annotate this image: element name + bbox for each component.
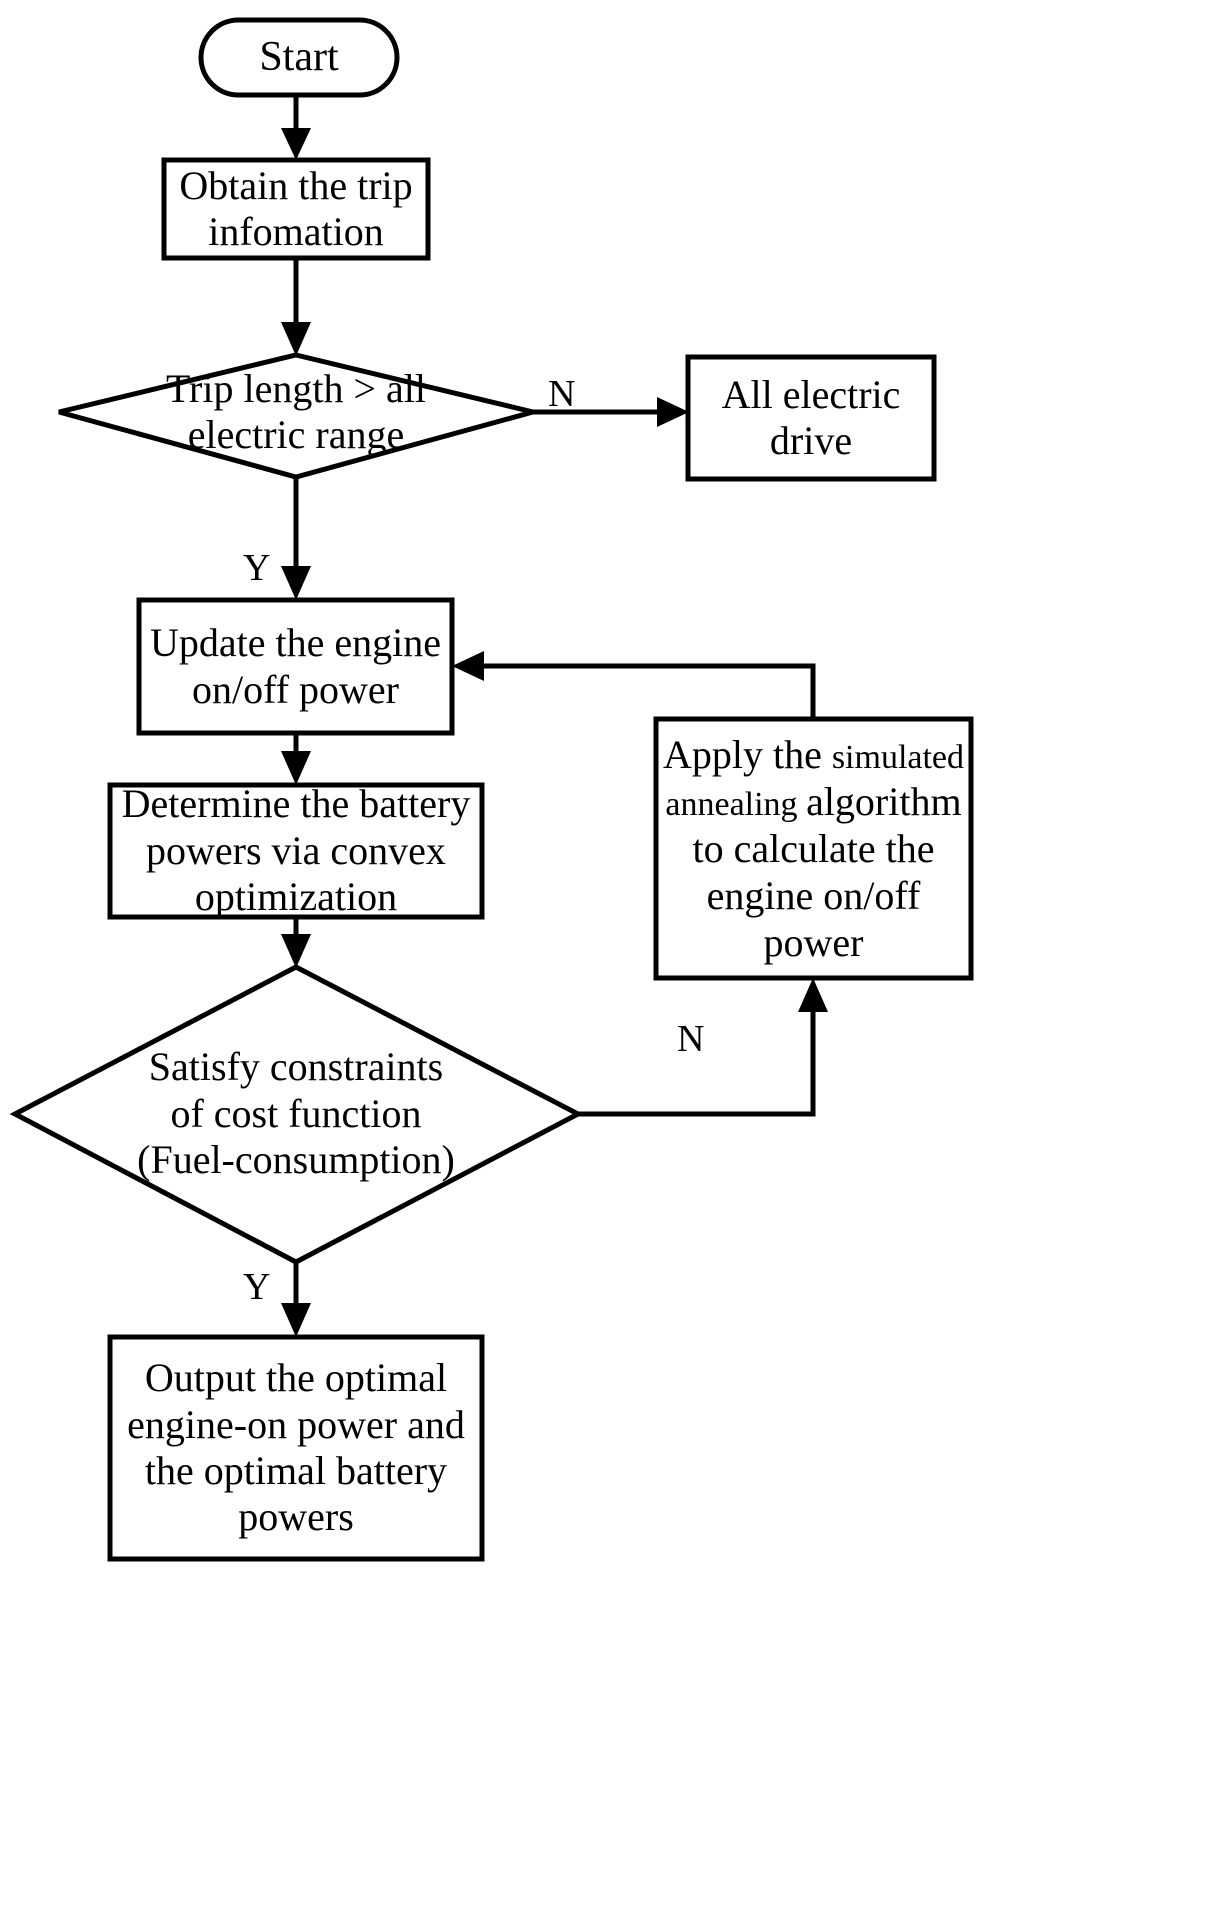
shape-all-electric-drive[interactable] xyxy=(685,354,937,482)
edge-label-satisfy-no: N xyxy=(677,1018,705,1060)
shape-determine-battery[interactable] xyxy=(107,782,485,920)
edge-label-trip-no: N xyxy=(548,373,576,415)
edge-label-trip-yes: Y xyxy=(243,547,271,589)
edge-satisfy-no-to-apply xyxy=(578,1010,816,1117)
shape-trip-length-decision[interactable] xyxy=(58,352,534,480)
shape-obtain-trip[interactable] xyxy=(161,157,431,261)
arrowhead-apply-to-update xyxy=(452,651,484,681)
arrowhead-update-to-determine xyxy=(281,751,311,785)
arrowhead-determine-to-satisfy xyxy=(281,934,311,968)
shape-start[interactable] xyxy=(198,17,400,98)
shape-satisfy-constraints[interactable] xyxy=(9,964,584,1265)
arrowhead-start-to-obtain xyxy=(281,128,311,160)
arrowhead-decision-to-allelectric xyxy=(657,397,689,427)
edge-label-satisfy-yes: Y xyxy=(243,1266,271,1308)
arrowhead-decision-to-update xyxy=(281,566,311,600)
shape-update-engine[interactable] xyxy=(136,597,455,736)
arrowhead-satisfy-yes-to-output xyxy=(281,1303,311,1337)
arrowhead-obtain-to-decision xyxy=(281,322,311,356)
arrowhead-satisfy-no-to-apply xyxy=(798,978,828,1012)
shape-apply-sa[interactable] xyxy=(653,716,974,981)
shape-output-optimal[interactable] xyxy=(107,1334,485,1562)
edge-apply-to-update xyxy=(477,663,816,719)
